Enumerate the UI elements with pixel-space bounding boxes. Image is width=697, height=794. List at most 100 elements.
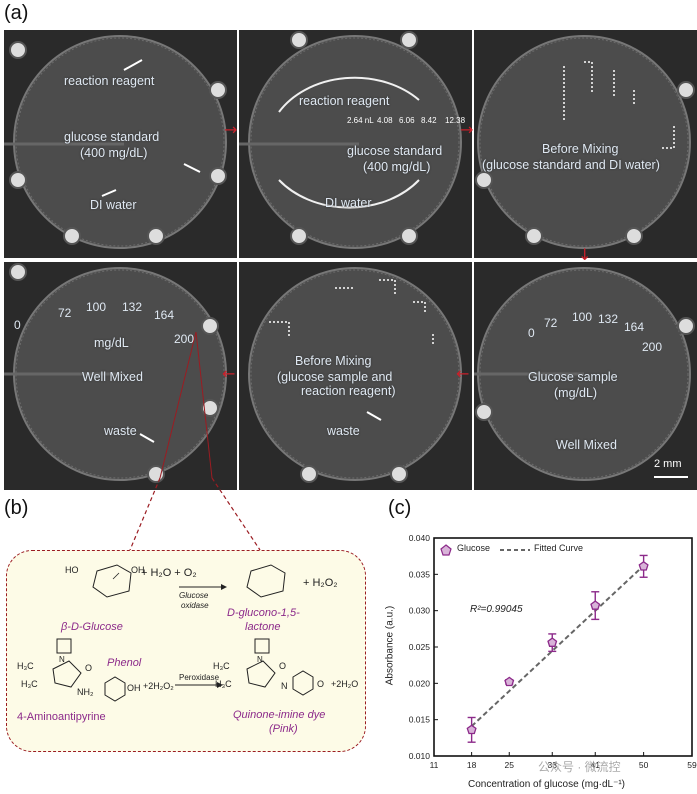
glucose-data-point xyxy=(638,560,649,571)
x-tick-label: 11 xyxy=(430,760,439,770)
chip2-standard-label: glucose standard xyxy=(347,144,443,158)
product-1-line-2: lactone xyxy=(245,621,281,633)
chip4-well-mixed: Well Mixed xyxy=(82,370,143,384)
chip-disc-1 xyxy=(4,35,227,249)
chip2-volume-1: 2.64 nL xyxy=(347,116,374,125)
chip-disc-2 xyxy=(239,31,462,249)
chip2-reagent-label: reaction reagent xyxy=(299,94,390,108)
glucose-ho-label: HO xyxy=(65,565,79,575)
chip5-waste-label: waste xyxy=(327,424,360,438)
chip5-before-mixing: Before Mixing xyxy=(295,354,372,368)
chip3-before-mixing: Before Mixing xyxy=(542,142,619,156)
reaction-scheme-box: HO OH β-D-Glucose + H₂O + O₂ Glucose oxi… xyxy=(6,550,366,752)
chip-image-5: Before Mixing (glucose sample and reacti… xyxy=(239,262,472,490)
chip-disc-3 xyxy=(475,35,695,249)
chip6-conc-72: 72 xyxy=(544,316,558,330)
flow-arrow-2-3: → xyxy=(460,120,474,139)
x-tick-label: 41 xyxy=(591,760,601,770)
chip4-conc-0: 0 xyxy=(14,318,21,332)
reactants-2: +2H₂O₂ xyxy=(143,681,174,691)
y-tick-label: 0.020 xyxy=(409,678,431,688)
dye-quinone-o-label: O xyxy=(317,679,325,689)
chart-legend-glucose: Glucose xyxy=(457,543,491,553)
flow-arrow-3-6: ↓ xyxy=(578,245,592,264)
enzyme-1-line-2: oxidase xyxy=(181,601,209,610)
chip-image-1: reaction reagent glucose standard (400 m… xyxy=(4,30,237,258)
enzyme-1-line-1: Glucose xyxy=(179,591,209,600)
watermark: 公众号 · 微流控 xyxy=(538,760,621,774)
chip-image-3: Before Mixing (glucose standard and DI w… xyxy=(474,30,697,258)
flow-arrow-6-5: ← xyxy=(456,364,470,383)
aap-o-label: O xyxy=(85,663,93,673)
chip2-volume-2: 4.08 xyxy=(377,116,393,125)
chart-legend-fitted: Fitted Curve xyxy=(534,543,584,553)
plot-frame xyxy=(433,537,693,757)
dye-h3c-top: H₃C xyxy=(213,661,230,671)
glucose-oh-label: OH xyxy=(131,565,145,575)
chip2-volume-3: 6.06 xyxy=(399,116,415,125)
x-tick-label: 18 xyxy=(467,760,477,770)
dye-n-label: N xyxy=(257,655,263,664)
chip2-standard-conc: (400 mg/dL) xyxy=(363,160,431,174)
absorbance-chart: 0.010 0.015 0.020 0.025 0.030 0.035 0.040 11 18 2… xyxy=(409,534,697,770)
chip6-sample-unit: (mg/dL) xyxy=(554,386,598,400)
chip4-conc-200: 200 xyxy=(174,332,195,346)
y-tick-label: 0.015 xyxy=(409,715,431,725)
dye-name-line-2: (Pink) xyxy=(269,723,298,735)
chip4-conc-164: 164 xyxy=(154,308,175,322)
glucose-data-point xyxy=(590,600,601,610)
chip-disc-6 xyxy=(474,267,695,481)
glucose-data-point xyxy=(466,724,477,735)
glucose-name: β-D-Glucose xyxy=(61,621,123,633)
legend-markers xyxy=(440,544,452,556)
aap-h3c-bottom: H₃C xyxy=(21,679,38,689)
x-tick-label: 59 xyxy=(687,760,697,770)
chart-ylabel: Absorbance (a.u.) xyxy=(384,605,396,686)
chip6-well-mixed: Well Mixed xyxy=(556,438,617,452)
aap-name: 4-Aminoantipyrine xyxy=(17,711,106,723)
chart-xlabel: Concentration of glucose (mg·dL⁻¹) xyxy=(468,779,626,790)
chip6-scale-bar-label: 2 mm xyxy=(654,458,682,470)
dye-h3c-bottom: H₃C xyxy=(215,679,232,689)
y-tick-label: 0.035 xyxy=(409,569,431,579)
flow-arrow-1-2: → xyxy=(224,120,238,139)
chip1-reagent-label: reaction reagent xyxy=(64,74,155,88)
y-tick-label: 0.040 xyxy=(409,534,431,543)
x-tick-label: 25 xyxy=(505,760,515,770)
glucose-data-point xyxy=(547,637,558,647)
chip6-conc-200: 200 xyxy=(642,340,663,354)
x-tick-label: 50 xyxy=(639,760,649,770)
y-tick-label: 0.010 xyxy=(409,751,431,761)
panel-label-c: (c) xyxy=(388,497,412,519)
fitted-curve-line xyxy=(470,564,645,727)
y-tick-label: 0.025 xyxy=(409,642,431,652)
chip-image-4: 0 72 100 132 164 200 mg/dL Well Mixed wa… xyxy=(4,262,237,490)
byproduct-1: + H₂O₂ xyxy=(303,577,338,589)
panel-label-a: (a) xyxy=(4,2,29,24)
legend-glucose-marker xyxy=(440,544,452,556)
dye-imine-n-label: N xyxy=(281,681,288,691)
dye-o-label: O xyxy=(279,661,287,671)
byproduct-2: +2H₂O xyxy=(331,679,359,689)
chip6-sample-label: Glucose sample xyxy=(528,370,618,384)
chip6-conc-132: 132 xyxy=(598,312,619,326)
chip-image-6: 0 72 100 132 164 200 Glucose sample (mg/… xyxy=(474,262,697,490)
chip2-volume-5: 12.38 xyxy=(445,116,466,125)
enzyme-2: Peroxidase xyxy=(179,673,220,682)
chip2-volume-4: 8.42 xyxy=(421,116,437,125)
chip6-conc-0: 0 xyxy=(528,326,535,340)
panel-label-b: (b) xyxy=(4,497,29,519)
chip4-conc-72: 72 xyxy=(58,306,72,320)
chip5-description-1: (glucose sample and xyxy=(277,370,393,384)
phenol-name: Phenol xyxy=(107,657,142,669)
chip5-description-2: reaction reagent) xyxy=(301,384,396,398)
glucose-data-point xyxy=(504,676,515,687)
chip4-conc-100: 100 xyxy=(86,300,107,314)
chip-disc-5 xyxy=(248,267,462,483)
product-1-line-1: D-glucono-1,5- xyxy=(227,607,300,619)
flow-arrow-5-4: ← xyxy=(222,364,236,383)
chip4-unit-label: mg/dL xyxy=(94,336,129,350)
y-tick-label: 0.030 xyxy=(409,606,431,616)
chart-r-squared: R²=0.99045 xyxy=(470,604,523,615)
dye-name-line-1: Quinone-imine dye xyxy=(233,709,326,721)
